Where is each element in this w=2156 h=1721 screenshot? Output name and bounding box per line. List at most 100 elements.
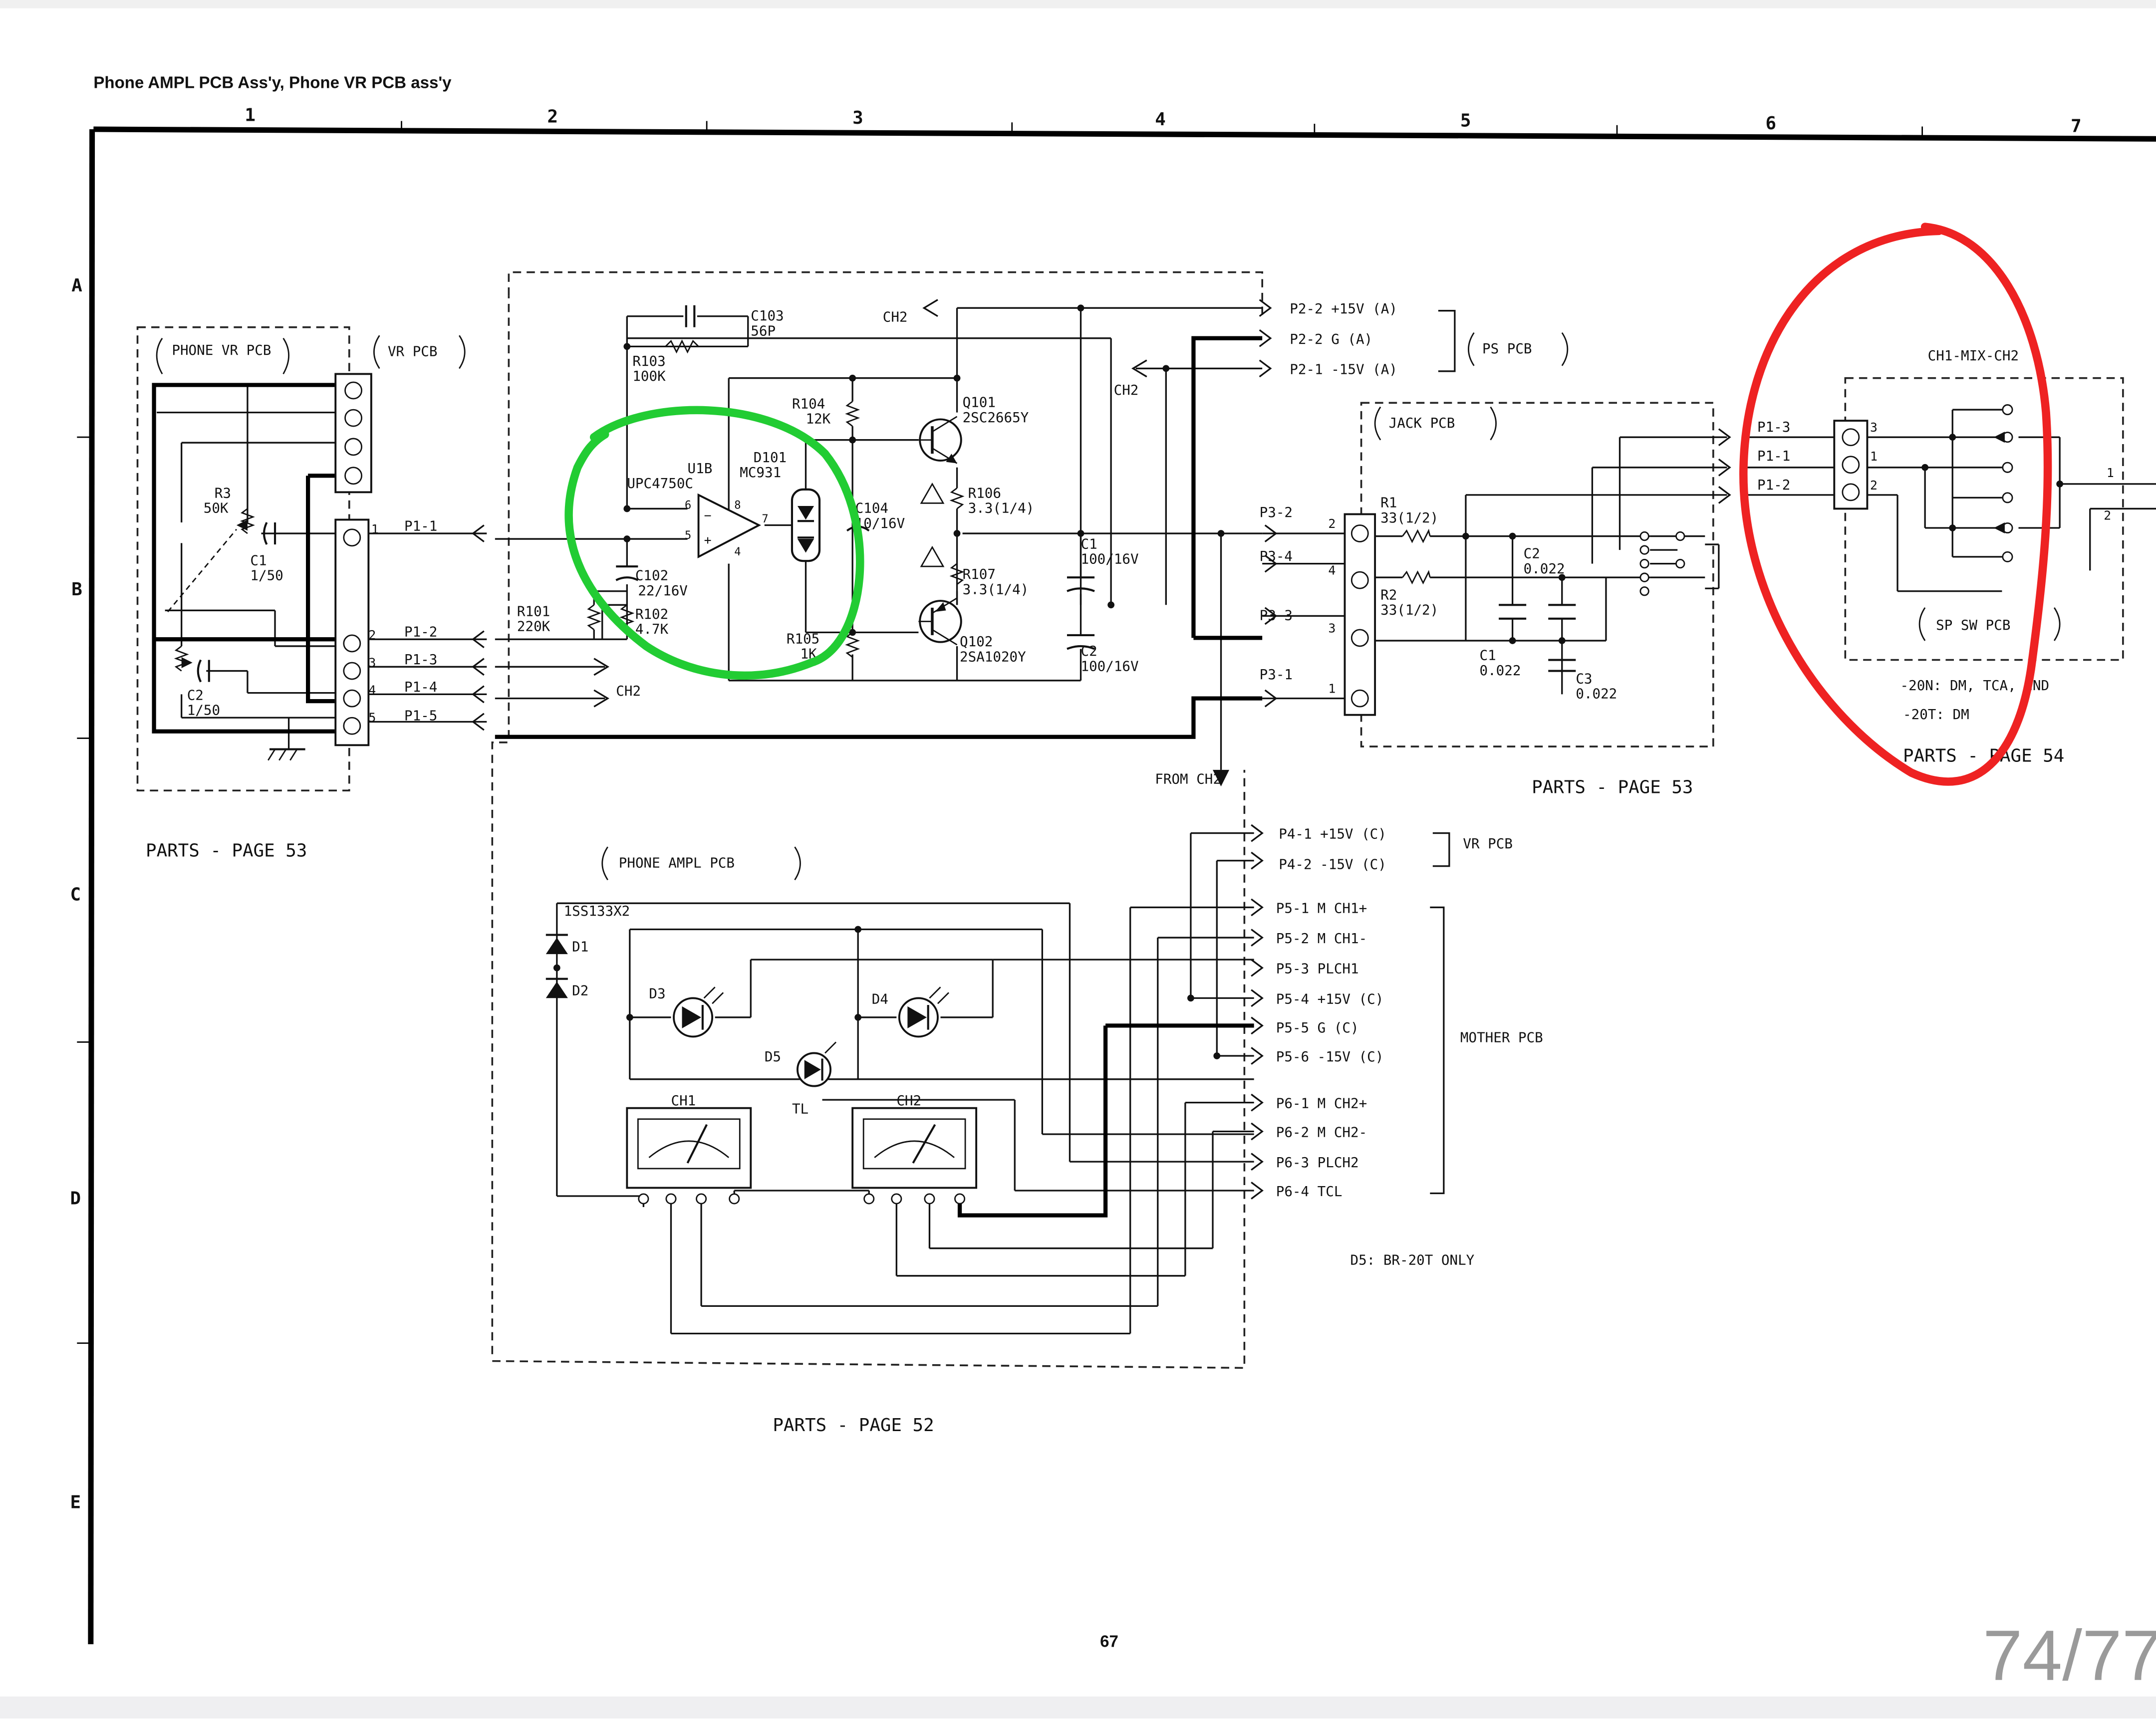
c1vr-value: 1/50 [250,568,283,584]
r107-value: 3.3(1/4) [963,581,1029,597]
opamp-pin6: 6 [685,499,691,511]
r103-label: R103 [632,353,665,369]
c1-c2-caps [1067,576,1095,650]
c1-label: C1 [1081,536,1097,552]
mother-pcb-label: MOTHER PCB [1460,1029,1543,1045]
p4-2-label: P4-2 -15V (C) [1279,856,1386,872]
gang-link [167,528,237,612]
parts-page-ampl: PARTS - PAGE 52 [773,1415,934,1436]
grid-row-b: B [71,579,82,600]
jack-caps [1499,604,1576,672]
sp-sw-box [1844,377,2124,661]
phone-ampl-box-left [491,295,510,1354]
grid-row-c: C [70,885,81,905]
p5-3-label: P5-3 PLCH1 [1276,961,1359,977]
c1-value: 100/16V [1081,551,1139,567]
d12-part: 1SS133X2 [564,903,630,919]
opamp-pin4: 4 [734,546,741,558]
p1-5-label: P1-5 [404,708,437,724]
p6-1-label: P6-1 M CH2+ [1276,1096,1367,1112]
parts-references: PARTS - PAGE 53 PARTS - PAGE 52 PARTS - … [146,745,2064,1436]
r2-jack-label: R2 [1380,587,1397,603]
wires [157,307,2156,1335]
c3-jack-label: C3 [1576,671,1592,687]
r3-label: R3 [215,485,231,501]
svg-text:−: − [704,508,712,522]
sp-p1-3-label: P1-3 [1757,419,1790,435]
jack-connector [1344,513,1376,716]
r101-value: 220K [517,619,550,635]
c103-label: C103 [751,308,784,324]
ch2-arrows [593,299,1147,708]
vr-pin-3: 3 [368,655,376,670]
grid-col-6: 6 [1766,113,1777,134]
connector-chevrons [472,299,1731,1200]
sp-pin-1: 1 [1870,449,1878,464]
d101-label: D101 [754,450,787,466]
parts-page-sp: PARTS - PAGE 54 [1903,745,2064,766]
p6-4-label: P6-4 TCL [1276,1184,1343,1200]
c1-vr-cap [263,522,276,545]
vr-pcb-ref: VR PCB [388,344,438,360]
sp-title: CH1-MIX-CH2 [1928,348,2019,364]
led-d3 [673,986,724,1038]
page-counter: 74/77 [1983,1616,2156,1696]
ground-symbol [268,748,305,761]
r101-label: R101 [517,603,550,619]
frame [77,121,2156,1645]
p1-3-label: P1-3 [404,652,437,668]
brackets [1430,310,1456,1195]
d5-note: D5: BR-20T ONLY [1350,1252,1475,1268]
r101-symbol [586,604,602,630]
from-ch2-arrow [1213,769,1230,786]
grid-row-a: A [71,275,82,296]
jack-pin-4: 4 [1328,563,1336,578]
opamp-pin7: 7 [762,513,768,525]
vr-pin-2: 2 [368,628,376,642]
c102-value: 22/16V [638,583,688,599]
r1-jack-value: 33(1/2) [1380,510,1438,526]
r3-pot [236,508,255,534]
p6-2-label: P6-2 M CH2- [1276,1125,1367,1141]
vr-pin-1: 1 [371,522,379,536]
c102-label: C102 [635,568,668,584]
p4-1-label: P4-1 +15V (C) [1279,826,1386,842]
r106-value: 3.3(1/4) [968,500,1035,516]
u1b-label: U1B [688,461,713,477]
tl-label: TL [792,1101,808,1117]
d4-label: D4 [872,991,888,1007]
red-annotation-circle [1739,223,2052,786]
c2-jack-label: C2 [1524,546,1540,562]
q101-label: Q101 [963,395,996,411]
vr-main-connector [334,518,370,746]
vr-pin-4: 4 [368,683,376,697]
box-labels: PHONE VR PCB VR PCB PHONE AMPL PCB JACK … [156,332,2061,1268]
r104-value: 12K [806,411,830,427]
jack-pin-1: 1 [1328,682,1336,696]
ch2-label-top: CH2 [883,309,908,325]
r102-label: R102 [635,606,668,622]
c3-jack-value: 0.022 [1576,686,1617,702]
d1-label: D1 [572,939,588,955]
p1-4-label: P1-4 [404,679,437,695]
u1b-part: UPC4750C [627,476,693,492]
r103-symbol [665,339,699,354]
meter-ch2-label: CH2 [896,1093,921,1109]
top-strip [0,0,2156,8]
sp-dots [1921,432,2064,534]
p5-5-label: P5-5 G (C) [1276,1020,1359,1036]
meter-ch1 [626,1107,752,1205]
d5-label: D5 [765,1049,781,1065]
sp-p1-2-label: P1-2 [1757,477,1790,493]
q102-label: Q102 [960,634,993,650]
d101-part: MC931 [740,465,781,481]
opamp-pin5: 5 [685,529,691,542]
r106-label: R106 [968,485,1001,501]
led-d4 [898,986,949,1038]
c2-vr-cap [197,659,210,683]
vr-pin-5: 5 [368,710,376,725]
r102-value: 4.7K [635,621,669,637]
u1b-opamp: − + [697,493,762,559]
grid-col-3: 3 [852,108,863,128]
p5-2-label: P5-2 M CH1- [1276,931,1367,947]
